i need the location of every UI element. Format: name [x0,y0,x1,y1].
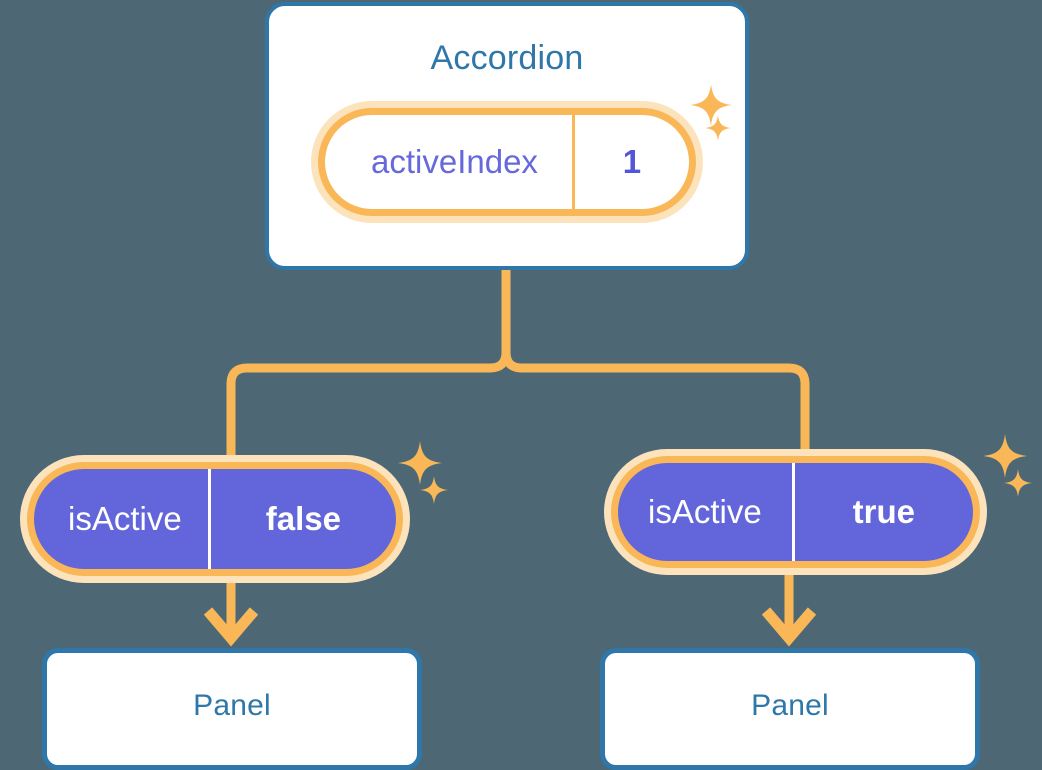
sparkle-icon [420,476,448,504]
panel-title: Panel [751,689,829,722]
connector-tree-right [501,347,810,454]
state-value-label: 1 [571,115,689,209]
sparkle-icon [398,441,442,485]
prop-key-label: isActive [68,500,182,537]
panel-card-right[interactable]: Panel [600,648,980,770]
pill-body: isActive false [34,469,396,569]
pill-body: isActive true [618,463,973,561]
connector-tree [226,265,511,460]
panel-card-left[interactable]: Panel [42,648,422,770]
pill-body: activeIndex 1 [325,115,689,209]
arrow-down-icon-right [761,607,817,647]
state-key-label: activeIndex [371,143,538,180]
prop-key-label: isActive [648,493,762,530]
pill-inner-ring: isActive true [611,456,980,568]
pill-inner-ring: activeIndex 1 [318,108,696,216]
arrow-down-icon-left [203,607,259,647]
state-pill-active-index[interactable]: activeIndex 1 [311,101,703,223]
pill-inner-ring: isActive false [27,462,403,576]
sparkle-icon [1004,469,1032,497]
prop-value-label: true [791,463,973,561]
prop-pill-is-active-false[interactable]: isActive false [20,455,410,583]
prop-value-label: false [207,469,396,569]
page-title: Accordion [430,39,584,77]
prop-pill-is-active-true[interactable]: isActive true [604,449,987,575]
panel-title: Panel [193,689,271,722]
sparkle-icon [983,434,1027,478]
